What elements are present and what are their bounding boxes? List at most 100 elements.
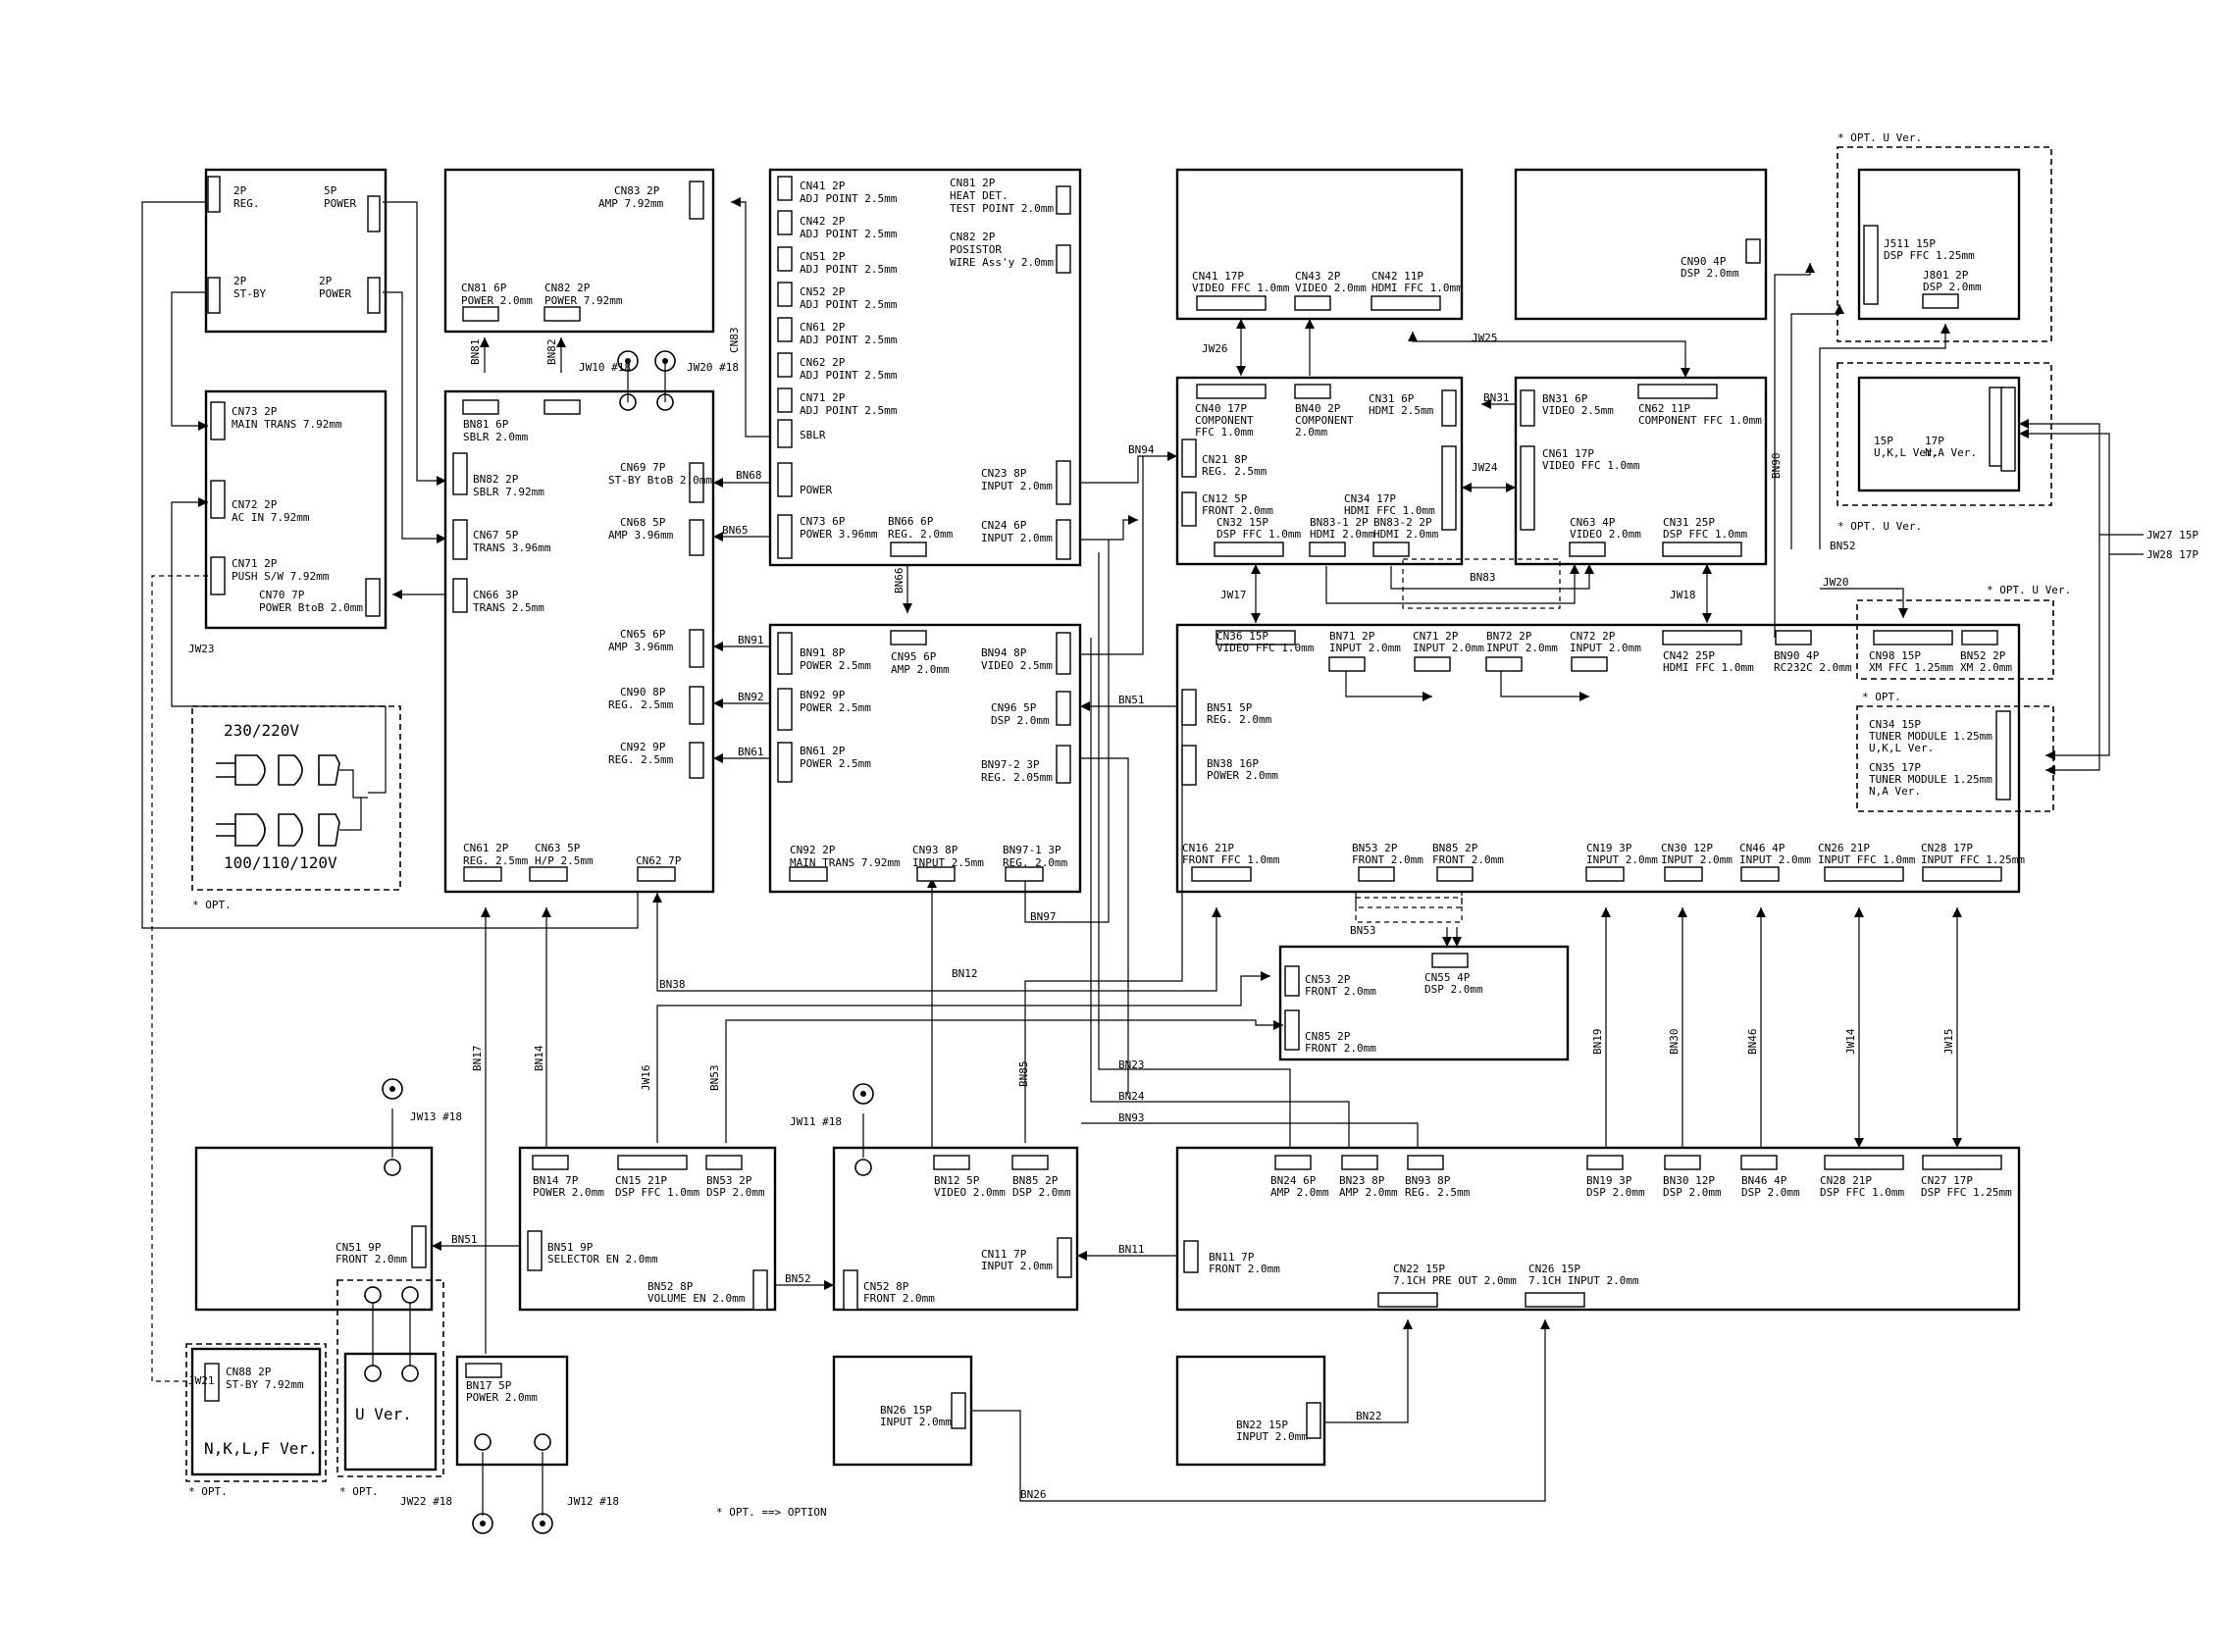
label-reg2-3: AMP 2.0mm	[891, 663, 950, 676]
label-front2-1: VIDEO 2.0mm	[934, 1186, 1006, 1199]
label-dsp-28: CN16 21P	[1182, 842, 1234, 854]
label-reg2-11: DSP 2.0mm	[991, 714, 1050, 727]
label-adj-4: CN51 2P	[800, 250, 846, 263]
wire-label-4: CN83	[728, 328, 741, 354]
label-hdmi-5: 2.0mm	[1295, 426, 1327, 439]
label-uver-0: U Ver.	[355, 1405, 412, 1423]
wire-ac	[171, 501, 208, 663]
wire-reg-power2	[383, 291, 446, 540]
label-video2-1: VIDEO 2.5mm	[1542, 404, 1614, 417]
opt-right: * OPT.	[1862, 691, 1901, 703]
wire-label-23: BN14	[533, 1045, 545, 1071]
label-hdmi-9: REG. 2.5mm	[1202, 465, 1268, 478]
label-dsp-29: FRONT FFC 1.0mm	[1182, 853, 1280, 866]
wire-label-19: BN85	[1017, 1061, 1030, 1088]
label-trans-5: PUSH S/W 7.92mm	[232, 570, 330, 583]
label-dsp-15: XM FFC 1.25mm	[1869, 661, 1953, 674]
wire-bn72	[1500, 660, 1589, 697]
label-power-13: AMP 3.96mm	[608, 641, 674, 653]
label-dsp-30: BN53 2P	[1352, 842, 1398, 854]
label-hp-1: FRONT 2.0mm	[336, 1253, 407, 1265]
label-dsp-39: INPUT 2.0mm	[1739, 853, 1811, 866]
label-adj-5: ADJ POINT 2.5mm	[800, 263, 898, 276]
wire-label-2: JW10 #18	[579, 361, 631, 374]
wire-jw27	[2019, 423, 2100, 771]
label-trans-3: AC IN 7.92mm	[232, 511, 310, 524]
label-dsp-1: VIDEO FFC 1.0mm	[1216, 642, 1315, 654]
board-amp	[443, 168, 715, 334]
label-video2-3: COMPONENT FFC 1.0mm	[1638, 414, 1762, 427]
label-reg2-6: BN61 2P	[800, 745, 846, 757]
wire-bn53b	[725, 1019, 1283, 1143]
label-hdmi-17: HDMI 2.0mm	[1310, 528, 1375, 541]
wire-label-27: BN22	[1356, 1410, 1382, 1422]
label-reg-7: POWER	[319, 287, 351, 300]
label-adj-10: CN62 2P	[800, 356, 846, 369]
label-front-3: DSP FFC 1.0mm	[615, 1186, 699, 1199]
label-input-21: 7.1CH INPUT 2.0mm	[1528, 1274, 1639, 1287]
label-front2-5: INPUT 2.0mm	[981, 1260, 1053, 1272]
wire-label-39: JW20	[1823, 576, 1849, 589]
label-adj-27: INPUT 2.0mm	[981, 480, 1053, 492]
wire-label-34: BN31	[1483, 391, 1510, 404]
label-reg2-1: POWER 2.5mm	[800, 659, 871, 672]
label-hdmi-7: HDMI 2.5mm	[1369, 404, 1434, 417]
wire-label-13: BN97	[1030, 910, 1057, 923]
wire-bn93	[1081, 1122, 1419, 1148]
label-video_top-3: VIDEO 2.0mm	[1295, 282, 1367, 294]
label-hp-0: CN51 9P	[336, 1241, 382, 1254]
label-front_small-1: FRONT 2.0mm	[1305, 985, 1376, 998]
wire-bn22	[1324, 1319, 1409, 1423]
label-uk-1: U,K,L Ver.	[1874, 446, 1939, 459]
label-dsp_top-0: CN90 4P	[1681, 255, 1727, 268]
label-hdmi-6: CN31 6P	[1369, 392, 1415, 405]
board-front	[518, 1146, 777, 1312]
label-dsp_top-1: DSP 2.0mm	[1681, 267, 1739, 280]
board-hdmi	[1175, 376, 1464, 566]
label-front-5: DSP 2.0mm	[706, 1186, 765, 1199]
wire-bn90	[1774, 263, 1811, 638]
label-adj-22: TEST POINT 2.0mm	[950, 202, 1054, 215]
label-adj-18: BN66 6P	[888, 515, 934, 528]
wire-label-33: JW18	[1670, 589, 1696, 601]
label-dsp-7: INPUT 2.0mm	[1486, 642, 1558, 654]
board-hp	[194, 1146, 434, 1312]
label-input-9: DSP 2.0mm	[1663, 1186, 1722, 1199]
label-hdmi-15: DSP FFC 1.0mm	[1216, 528, 1301, 541]
opt-nklf: * OPT.	[188, 1485, 228, 1498]
label-hdmi-10: CN12 5P	[1202, 492, 1248, 505]
label-front-6: BN51 9P	[547, 1241, 594, 1254]
wire-label-43: JW14	[1844, 1028, 1857, 1055]
jw21-label: JW21	[188, 1374, 215, 1387]
label-hdmi-16: BN83-1 2P	[1310, 516, 1369, 529]
wire-label-0: BN81	[469, 339, 482, 366]
label-video2-2: CN62 11P	[1638, 402, 1690, 415]
label-hdmi-8: CN21 8P	[1202, 453, 1248, 466]
wire-label-35: BN83	[1470, 571, 1496, 584]
label-uk-2: 17P	[1925, 435, 1944, 447]
wire-jw20	[1820, 588, 1904, 618]
label-adj-25: WIRE Ass'y 2.0mm	[950, 256, 1054, 269]
wire-bn97	[1024, 540, 1110, 923]
label-input-3: AMP 2.0mm	[1339, 1186, 1398, 1199]
label-reg-2: 5P	[324, 184, 337, 197]
label-bn22-0: BN22 15P	[1236, 1419, 1288, 1431]
label-video2-4: CN61 17P	[1542, 447, 1594, 460]
label-video2-7: VIDEO 2.0mm	[1570, 528, 1641, 541]
label-video_top-4: CN42 11P	[1371, 270, 1423, 283]
wire-reg-power	[383, 201, 446, 482]
label-dsp-17: XM 2.0mm	[1960, 661, 2012, 674]
opt-uver-right-box	[1856, 599, 2054, 680]
wire-label-22: BN17	[471, 1046, 484, 1072]
label-dsp-12: BN90 4P	[1774, 649, 1820, 662]
wire-bn83a	[1325, 564, 1576, 604]
label-amp-0: CN83 2P	[614, 184, 660, 197]
wire-label-5: BN68	[736, 469, 762, 482]
label-power-10: CN68 5P	[620, 516, 666, 529]
wire-jw21	[151, 575, 208, 1382]
label-power-20: CN63 5P	[535, 842, 581, 854]
label-power-8: CN69 7P	[620, 461, 666, 474]
label-dsp-19: REG. 2.0mm	[1207, 713, 1272, 726]
label-dsp-25: CN35 17P	[1869, 761, 1921, 774]
